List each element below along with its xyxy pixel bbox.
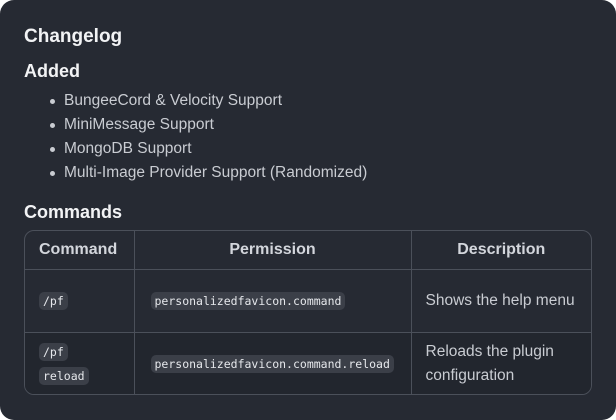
commands-table: Command Permission Description /pf perso… — [24, 230, 592, 395]
bullet-icon — [50, 171, 55, 176]
table-header-row: Command Permission Description — [25, 231, 591, 270]
permission-cell: personalizedfavicon.command.reload — [133, 332, 411, 394]
table-row: /pf reload personalizedfavicon.command.r… — [25, 332, 591, 394]
bullet-icon — [50, 147, 55, 152]
permission-code: personalizedfavicon.command.reload — [150, 355, 394, 373]
list-item: MongoDB Support — [46, 137, 367, 161]
description-cell: Shows the help menu — [410, 269, 591, 333]
column-header-command: Command — [25, 231, 134, 270]
permission-code: personalizedfavicon.command — [150, 292, 346, 310]
column-header-permission: Permission — [133, 231, 411, 270]
list-item: BungeeCord & Velocity Support — [46, 89, 367, 113]
command-code: reload — [39, 367, 89, 385]
command-cell: /pf reload — [25, 332, 134, 394]
bullet-icon — [50, 99, 55, 104]
permission-cell: personalizedfavicon.command — [133, 269, 411, 333]
description-cell: Reloads the plugin configuration — [410, 332, 591, 394]
commands-heading: Commands — [24, 202, 123, 222]
table-row: /pf personalizedfavicon.command Shows th… — [25, 269, 591, 333]
list-item: Multi-Image Provider Support (Randomized… — [46, 161, 367, 185]
bullet-icon — [50, 123, 55, 128]
column-header-description: Description — [410, 231, 591, 270]
added-heading: Added — [24, 61, 80, 81]
command-code: /pf — [39, 292, 68, 310]
command-code: /pf — [39, 343, 68, 361]
added-list: BungeeCord & Velocity Support MiniMessag… — [46, 89, 367, 185]
command-cell: /pf — [25, 269, 134, 333]
changelog-title: Changelog — [24, 26, 123, 47]
list-item: MiniMessage Support — [46, 113, 367, 137]
